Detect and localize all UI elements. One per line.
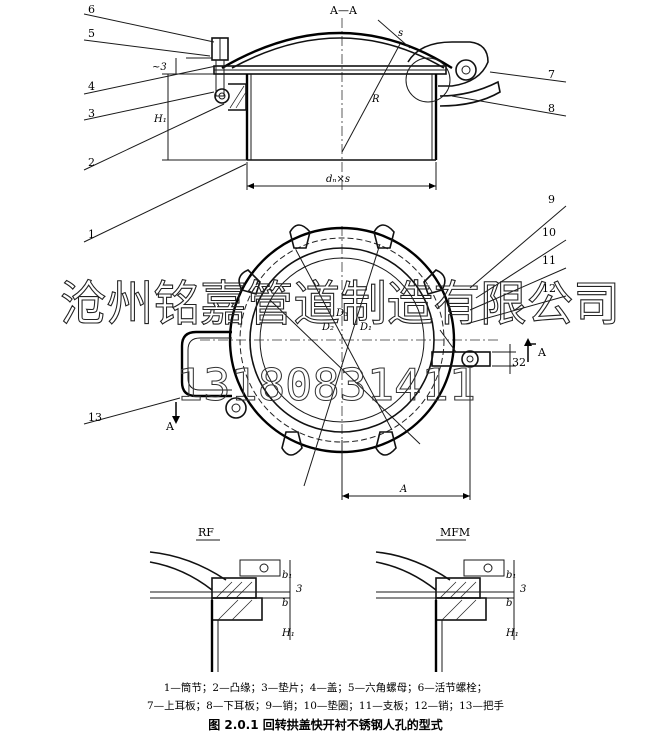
- callout-3: 3: [88, 107, 95, 120]
- dim-3-rf: 3: [296, 584, 302, 595]
- callout-11: 11: [542, 254, 556, 267]
- handle: [180, 330, 232, 398]
- watermark-phone: 13180831411: [176, 360, 476, 411]
- upper-lug: [407, 41, 489, 87]
- dim-R: R: [371, 94, 380, 105]
- detail-mfm-label: MFM: [440, 526, 470, 539]
- callout-8: 8: [548, 102, 555, 115]
- callout-5: 5: [88, 27, 95, 40]
- section-title: A—A: [329, 4, 358, 17]
- figure-caption: 图 2.0.1 回转拱盖快开衬不锈钢人孔的型式: [208, 718, 443, 732]
- hinge-plate: [431, 351, 491, 367]
- hinge-pin: [455, 59, 477, 81]
- detail-rf-label: RF: [198, 526, 214, 539]
- callout-9: 9: [548, 193, 555, 206]
- callout-1: 1: [88, 228, 95, 241]
- section-marker-right: A: [537, 346, 547, 359]
- callout-10: 10: [542, 226, 556, 239]
- callout-2: 2: [88, 156, 95, 169]
- dim-b1-rf: b₁: [282, 570, 292, 581]
- callout-13: 13: [88, 411, 102, 424]
- dim-s: s: [398, 28, 403, 39]
- dim-A: A: [399, 484, 407, 495]
- dim-H1-mfm: H₁: [505, 628, 519, 639]
- callouts: 6 5 4 3 2 1 13 7 8 9 10 11 12: [83, 3, 567, 425]
- dim-D1: D₁: [359, 322, 372, 333]
- dim-D3: D₃: [335, 308, 348, 319]
- dim-h3: ~3: [152, 62, 167, 73]
- callout-4: 4: [88, 80, 95, 93]
- dim-b-rf: b: [282, 598, 288, 609]
- dim-D2: D₂: [321, 322, 334, 333]
- dim-dn-s: dₙ×s: [326, 174, 350, 185]
- legend-line-2: 7—上耳板；8—下耳板；9—销；10—垫圈；11—支板；12—销；13—把手: [147, 700, 504, 712]
- handle-bolt: [225, 397, 247, 419]
- watermark-company: 沧州铭嘉管道制造有限公司: [60, 276, 620, 332]
- dim-H1: H₁: [153, 114, 167, 125]
- shell-circle: [249, 247, 435, 433]
- eye-bolt-pin: [214, 88, 230, 104]
- dim-b1-mfm: b₁: [506, 570, 516, 581]
- lower-lug: [439, 80, 501, 107]
- dim-H1-rf: H₁: [281, 628, 295, 639]
- legend-line-1: 1—筒节；2—凸缘；3—垫片；4—盖；5—六角螺母；6—活节螺栓；: [163, 682, 488, 694]
- callout-7: 7: [548, 68, 555, 81]
- detail-rf: RF b₁ b 3 H₁: [149, 526, 302, 672]
- plan-view: D₂ D₃ D₁ 32 A A A: [165, 224, 547, 500]
- section-view: A—A s R: [152, 4, 501, 190]
- dome-cover: [221, 31, 453, 70]
- callout-6: 6: [88, 3, 95, 16]
- dim-32: 32: [512, 356, 526, 369]
- bolt-circle: [239, 237, 445, 443]
- callout-12: 12: [542, 282, 556, 295]
- dim-3-mfm: 3: [520, 584, 526, 595]
- section-marker-left: A: [165, 420, 175, 433]
- dim-b-mfm: b: [506, 598, 512, 609]
- detail-mfm: MFM b₁ b 3 H₁: [375, 526, 526, 672]
